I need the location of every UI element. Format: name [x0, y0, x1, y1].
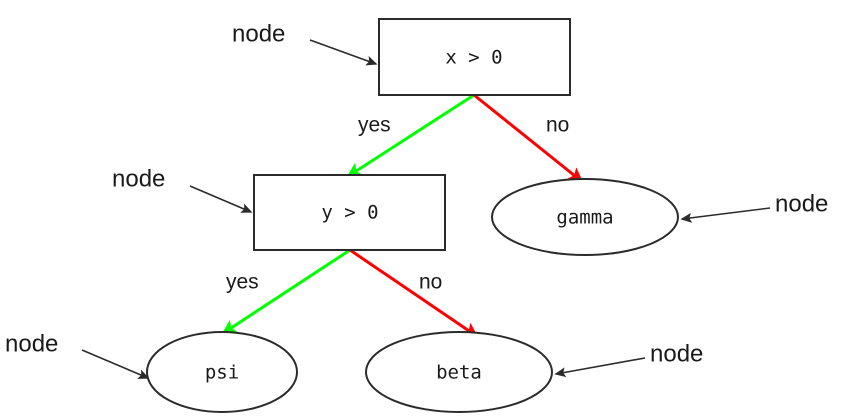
annotation-beta: node [554, 340, 703, 378]
node-root-box[interactable] [378, 18, 571, 96]
node-root-label: x > 0 [445, 47, 502, 69]
annotation-second-leader [189, 185, 253, 213]
node-second[interactable]: y > 0 [253, 174, 446, 251]
annotation-psi-leader [81, 349, 150, 379]
annotation-gamma-label: node [775, 190, 828, 217]
annotation-second-label: node [112, 165, 165, 192]
node-second-label: y > 0 [321, 202, 378, 224]
annotation-root-leader [309, 39, 378, 66]
edge-root-yes-line [346, 93, 475, 178]
annotation-gamma-leader [680, 207, 771, 223]
edge-root-yes: yes [346, 93, 475, 178]
annotation-beta-label: node [650, 340, 703, 367]
edge-second-yes: yes [221, 248, 351, 335]
annotation-root-label: node [232, 20, 285, 47]
edge-second-yes-line [221, 248, 351, 335]
node-psi-label: psi [205, 362, 239, 384]
edge-label-root-yes: yes [358, 114, 391, 137]
node-gamma-ellipse[interactable] [491, 178, 679, 256]
node-gamma[interactable]: gamma [491, 178, 679, 256]
edge-root-no-line [473, 93, 584, 183]
annotation-root: node [232, 20, 378, 66]
node-beta[interactable]: beta [365, 331, 553, 413]
edge-label-second-no: no [419, 271, 442, 294]
annotation-beta-leader [554, 357, 646, 378]
annotation-psi: node [5, 330, 150, 379]
annotation-second: node [112, 165, 253, 213]
annotation-psi-label: node [5, 330, 58, 357]
edge-root-no: no [473, 93, 584, 183]
edge-second-no-line [349, 248, 479, 338]
node-beta-label: beta [436, 362, 482, 384]
node-gamma-label: gamma [556, 207, 613, 229]
edge-second-no: no [349, 248, 479, 338]
node-root[interactable]: x > 0 [378, 18, 571, 96]
node-beta-ellipse[interactable] [365, 331, 553, 413]
node-second-box[interactable] [253, 174, 446, 251]
node-psi[interactable]: psi [146, 331, 298, 413]
annotation-gamma: node [680, 190, 828, 223]
edge-label-second-yes: yes [226, 271, 259, 294]
edge-label-root-no: no [546, 114, 569, 137]
